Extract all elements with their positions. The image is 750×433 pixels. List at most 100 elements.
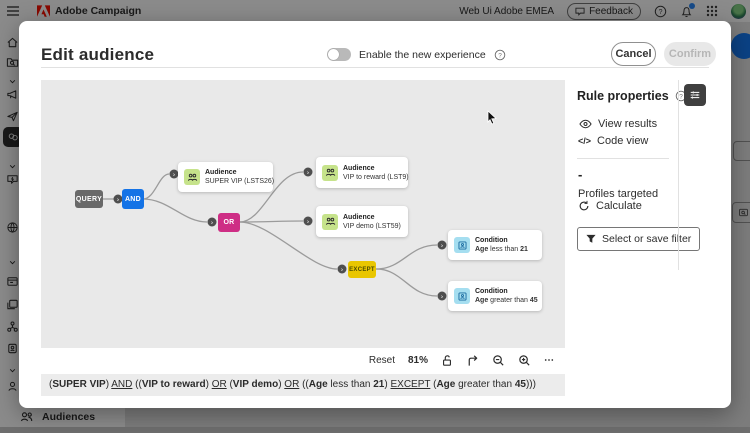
except-operator-node[interactable]: EXCEPT xyxy=(348,261,376,278)
cancel-button[interactable]: Cancel xyxy=(611,42,656,66)
card-name: SUPER VIP (LSTS26) xyxy=(205,178,275,185)
background-primary-button xyxy=(731,33,750,59)
code-view-label: Code view xyxy=(597,135,649,147)
sidebar-item-explorer[interactable] xyxy=(4,54,20,70)
card-type: Audience xyxy=(343,164,375,172)
card-name: VIP demo (LST59) xyxy=(343,222,401,230)
nav-item-audiences[interactable]: Audiences xyxy=(19,410,95,424)
zoom-in-icon[interactable] xyxy=(518,354,531,367)
background-outlined-button xyxy=(733,141,750,161)
sidebar-item-offers[interactable] xyxy=(4,340,20,356)
svg-text:›: › xyxy=(117,197,119,204)
help-icon[interactable]: ? xyxy=(654,5,667,18)
svg-text:›: › xyxy=(211,220,213,227)
sidebar-chevron-icon[interactable] xyxy=(4,362,20,378)
sidebar-item-landing-pages[interactable] xyxy=(4,273,20,289)
toggle-label: Enable the new experience xyxy=(359,48,486,61)
sidebar-item-campaigns[interactable] xyxy=(4,86,20,102)
filter-button-label: Select or save filter xyxy=(602,233,692,245)
top-bar: Adobe Campaign Web Ui Adobe EMEA Feedbac… xyxy=(0,0,750,22)
calculate-label: Calculate xyxy=(596,200,642,212)
confirm-button-disabled[interactable]: Confirm xyxy=(664,42,716,66)
new-experience-toggle-group: Enable the new experience ? xyxy=(327,48,506,61)
flow-area[interactable]: › › › › › › › › QUERY AND OR EXCEPT xyxy=(41,80,565,348)
sidebar-chevron-icon[interactable] xyxy=(4,254,20,270)
properties-sliders-button[interactable] xyxy=(684,84,706,106)
redo-turn-icon[interactable] xyxy=(466,354,479,367)
svg-text:?: ? xyxy=(659,9,663,16)
zoom-out-icon[interactable] xyxy=(492,354,505,367)
notification-dot xyxy=(689,2,695,9)
sidebar-item-profiles[interactable] xyxy=(4,378,20,394)
feedback-label: Feedback xyxy=(589,5,633,17)
reset-button[interactable]: Reset xyxy=(368,354,395,366)
card-name: Age greater than 45 xyxy=(475,297,538,304)
select-or-save-filter-button[interactable]: Select or save filter xyxy=(577,227,701,251)
profiles-targeted-label: Profiles targeted xyxy=(578,188,659,200)
sidebar-item-workflows[interactable] xyxy=(4,318,20,334)
toggle-help-icon[interactable]: ? xyxy=(494,49,506,61)
sidebar-item-web[interactable] xyxy=(4,219,20,235)
svg-text:?: ? xyxy=(679,93,683,100)
card-name: Age less than 21 xyxy=(475,246,528,253)
sidebar-item-deliveries[interactable] xyxy=(4,108,20,124)
panel-divider xyxy=(577,158,669,159)
sidebar-item-dialogues[interactable] xyxy=(4,171,20,187)
query-node[interactable]: QUERY xyxy=(75,190,103,208)
svg-text:›: › xyxy=(341,267,343,274)
svg-text:›: › xyxy=(173,172,175,179)
svg-text:›: › xyxy=(307,219,309,226)
user-avatar[interactable] xyxy=(731,3,746,19)
card-type: Condition xyxy=(475,237,508,244)
eye-icon xyxy=(579,119,592,129)
filter-funnel-icon xyxy=(586,234,596,244)
sidebar-chevron-icon[interactable] xyxy=(4,73,20,89)
query-modeler-canvas: › › › › › › › › QUERY AND OR EXCEPT xyxy=(41,80,565,396)
mouse-cursor xyxy=(487,110,498,125)
environment-label: Web Ui Adobe EMEA xyxy=(459,5,555,17)
hamburger-menu-icon[interactable] xyxy=(7,6,19,16)
panel-vertical-divider xyxy=(678,80,679,270)
profiles-value: - xyxy=(578,167,583,182)
audience-group-icon xyxy=(322,213,338,230)
condition-profile-icon xyxy=(454,288,470,304)
svg-text:›: › xyxy=(441,243,443,250)
panel-title: Rule properties xyxy=(577,89,669,103)
sidebar-item-home[interactable] xyxy=(4,34,20,50)
svg-text:?: ? xyxy=(498,52,502,59)
view-results-label: View results xyxy=(598,118,658,130)
app-switcher-grid-icon[interactable] xyxy=(706,5,718,17)
card-type: Audience xyxy=(205,169,237,176)
condition-profile-icon xyxy=(454,237,470,253)
new-experience-toggle[interactable] xyxy=(327,48,351,61)
feedback-chat-icon xyxy=(575,7,585,16)
sidebar-item-audiences-selected[interactable] xyxy=(3,127,23,147)
sidebar-item-content[interactable] xyxy=(4,296,20,312)
refresh-icon xyxy=(578,200,590,212)
or-operator-node[interactable]: OR xyxy=(218,213,240,232)
calculate-action[interactable]: Calculate xyxy=(578,200,642,212)
svg-text:›: › xyxy=(441,294,443,301)
card-type: Audience xyxy=(343,213,375,221)
sidebar-chevron-icon[interactable] xyxy=(4,158,20,174)
view-results-action[interactable]: View results xyxy=(579,118,657,130)
modal-title: Edit audience xyxy=(41,45,155,64)
code-view-action[interactable]: </> Code view xyxy=(578,135,648,147)
audience-group-icon xyxy=(184,169,200,185)
audience-group-icon xyxy=(322,164,338,181)
card-type: Condition xyxy=(475,288,508,295)
canvas-toolbar: Reset 81% ⋯ xyxy=(41,348,565,372)
audiences-people-icon xyxy=(19,410,34,424)
notifications-bell-icon[interactable] xyxy=(680,2,695,18)
and-operator-node[interactable]: AND xyxy=(122,189,144,209)
header-divider xyxy=(41,67,709,68)
feedback-button[interactable]: Feedback xyxy=(567,2,641,20)
unlock-icon[interactable] xyxy=(441,354,453,367)
more-actions-button[interactable]: ⋯ xyxy=(544,354,555,366)
